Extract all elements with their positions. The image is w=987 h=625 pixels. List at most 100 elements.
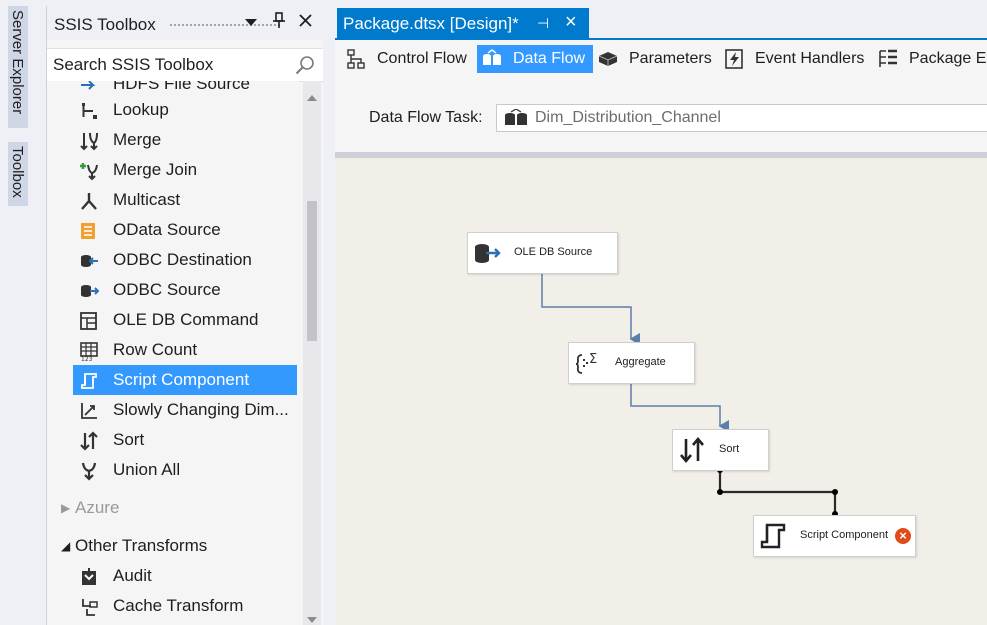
connector-handle[interactable] — [717, 489, 723, 495]
toolbox-item-ole-db-command[interactable]: OLE DB Command — [73, 305, 297, 335]
dropdown-arrow-icon — [245, 19, 257, 26]
toolbox-item-audit[interactable]: Audit — [73, 561, 297, 591]
parameters-icon — [598, 52, 618, 66]
path-sort-to-script-component[interactable] — [718, 470, 837, 512]
audit-icon — [82, 568, 96, 585]
toolbox-item-label: Merge Join — [113, 160, 198, 179]
close-toolbox-button[interactable] — [295, 12, 315, 34]
pin-icon — [273, 12, 285, 28]
toolbox-item-merge[interactable]: Merge — [73, 125, 297, 155]
script-component-icon — [81, 373, 97, 389]
connector-handle[interactable] — [832, 489, 838, 495]
toolbox-item-cache-transform[interactable]: Cache Transform — [73, 591, 297, 621]
toolbox-search-box[interactable]: Search SSIS Toolbox — [47, 48, 323, 82]
node-script-component[interactable]: Script Component × — [753, 515, 916, 557]
tab-event-handlers[interactable]: Event Handlers — [719, 45, 869, 73]
data-flow-task-label: Data Flow Task: — [369, 109, 483, 126]
ssis-toolbox-panel: SSIS Toolbox Search SSIS Toolbox — [46, 6, 323, 625]
data-flow-task-icon — [505, 109, 527, 125]
package-explorer-icon — [879, 49, 897, 67]
toolbox-group-label: Azure — [75, 498, 120, 517]
server-explorer-tab[interactable]: Server Explorer — [8, 6, 28, 128]
data-flow-design-surface[interactable]: OLE DB Source Σ Aggregate Sort Script Co… — [337, 158, 987, 625]
toolbox-item-multicast[interactable]: Multicast — [73, 185, 297, 215]
node-label: Aggregate — [615, 356, 666, 368]
server-explorer-tab-label: Server Explorer — [9, 10, 26, 115]
toolbox-item-label: ODBC Source — [113, 280, 221, 299]
toolbox-item-row-count[interactable]: 123 Row Count — [73, 335, 297, 365]
toolbox-item-label: Slowly Changing Dim... — [113, 400, 289, 419]
data-flow-task-bar: Data Flow Task: Dim_Distribution_Channel — [335, 78, 987, 154]
node-label: Script Component — [800, 529, 889, 541]
toolbox-item-label: Script Component — [113, 370, 250, 389]
toolbox-item-merge-join[interactable]: Merge Join — [73, 155, 297, 185]
toolbox-item-lookup[interactable]: Lookup — [73, 95, 297, 125]
toolbox-group-other-transforms[interactable]: ◢ Other Transforms — [47, 531, 297, 561]
merge-join-icon — [80, 163, 98, 181]
document-tab-title: Package.dtsx [Design]* — [343, 14, 519, 33]
node-label: Sort — [719, 443, 740, 455]
sort-icon — [680, 436, 704, 464]
control-flow-icon — [347, 49, 365, 69]
toolbox-item-sort[interactable]: Sort — [73, 425, 297, 455]
tab-data-flow[interactable]: Data Flow — [477, 45, 593, 73]
lookup-icon — [82, 103, 97, 119]
pin-tab-icon[interactable]: ⊣ — [537, 15, 550, 31]
data-flow-task-select[interactable]: Dim_Distribution_Channel — [496, 104, 987, 132]
toolbox-item-label: HDFS File Source — [113, 81, 250, 93]
path-ole-db-source-to-aggregate[interactable] — [541, 273, 640, 345]
path-aggregate-to-sort[interactable] — [630, 384, 729, 432]
ole-db-command-icon — [80, 312, 97, 330]
auto-hide-pin-button[interactable] — [269, 12, 289, 34]
toolbox-item-script-component[interactable]: Script Component — [73, 365, 297, 395]
node-aggregate[interactable]: Σ Aggregate — [568, 342, 695, 384]
node-ole-db-source[interactable]: OLE DB Source — [467, 232, 618, 274]
toolbox-drag-grip[interactable] — [169, 23, 281, 28]
toolbox-item-odbc-destination[interactable]: ODBC Destination — [73, 245, 297, 275]
toolbox-tab[interactable]: Toolbox — [8, 142, 28, 206]
close-icon — [298, 14, 312, 27]
close-tab-icon[interactable]: × — [565, 11, 577, 33]
tab-parameters[interactable]: Parameters — [593, 45, 712, 73]
designer-separator — [335, 152, 987, 158]
tab-label: Package Ex — [909, 50, 987, 67]
tab-label: Parameters — [629, 50, 712, 67]
side-tab-strip: Server Explorer Toolbox — [0, 0, 36, 625]
toolbox-group-azure[interactable]: ▶ Azure — [47, 493, 297, 523]
scroll-up-arrow-icon[interactable] — [307, 95, 317, 101]
toolbox-item-label: OLE DB Command — [113, 310, 259, 329]
error-icon[interactable]: × — [895, 528, 911, 544]
toolbox-item-slowly-changing-dimension[interactable]: Slowly Changing Dim... — [73, 395, 297, 425]
toolbox-item-odbc-source[interactable]: ODBC Source — [73, 275, 297, 305]
toolbox-item-hdfs-file-source[interactable]: HDFS File Source — [73, 81, 297, 99]
row-count-icon: 123 — [80, 342, 98, 361]
chevron-down-icon: ◢ — [61, 539, 71, 553]
toolbox-item-odata-source[interactable]: OData Source — [73, 215, 297, 245]
window-position-dropdown[interactable] — [241, 12, 261, 34]
tab-label: Control Flow — [377, 50, 467, 67]
svg-text:Σ: Σ — [589, 352, 597, 367]
search-icon[interactable] — [295, 55, 315, 75]
odbc-destination-icon — [81, 255, 98, 267]
odbc-source-icon — [81, 285, 99, 297]
toolbox-item-label: Cache Transform — [113, 596, 244, 615]
tab-label: Event Handlers — [755, 50, 865, 67]
toolbox-item-list: HDFS File Source Lookup Merge Merge Join — [47, 81, 299, 625]
scroll-down-arrow-icon[interactable] — [307, 617, 317, 623]
scrollbar-thumb[interactable] — [307, 201, 317, 341]
tab-package-explorer[interactable]: Package Ex — [873, 45, 987, 73]
tab-control-flow[interactable]: Control Flow — [341, 45, 471, 73]
node-sort[interactable]: Sort — [672, 429, 769, 471]
toolbox-scrollbar[interactable] — [303, 81, 321, 625]
node-label: OLE DB Source — [514, 246, 593, 258]
data-flow-task-value: Dim_Distribution_Channel — [535, 109, 721, 126]
document-tab-bar: Package.dtsx [Design]* ⊣ × — [335, 0, 987, 40]
multicast-icon — [81, 193, 97, 210]
event-handlers-icon — [725, 49, 743, 69]
tab-label: Data Flow — [513, 50, 586, 67]
toolbox-item-label: Audit — [113, 566, 152, 585]
toolbox-item-union-all[interactable]: Union All — [73, 455, 297, 485]
toolbox-search-input[interactable]: Search SSIS Toolbox — [53, 55, 214, 74]
document-tab-package[interactable]: Package.dtsx [Design]* ⊣ × — [337, 8, 589, 38]
odata-source-icon — [81, 223, 95, 239]
